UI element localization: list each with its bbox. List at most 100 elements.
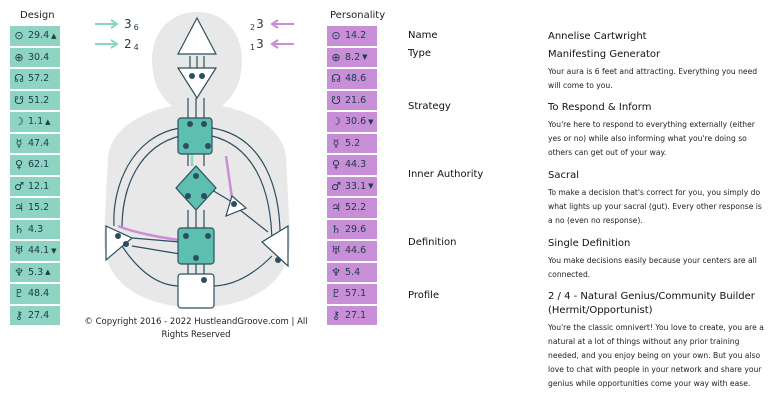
planet-icon: ♅: [331, 244, 341, 258]
planet-row: ⊙14.2: [327, 26, 377, 46]
planet-row: ⚷ 27.1: [327, 305, 377, 325]
planet-value: 4.3: [28, 223, 44, 235]
planet-icon: ⊕: [331, 50, 341, 64]
planet-value: 57.1: [345, 288, 367, 300]
planet-row: ♄ 29.6: [327, 219, 377, 239]
planet-icon: ☋: [331, 93, 341, 107]
info-profile-desc: You're the classic omnivert! You love to…: [548, 323, 764, 388]
planet-row: ⊕ 30.4: [10, 47, 60, 67]
solar-plexus-center: [261, 224, 289, 268]
planet-icon: ☿: [332, 136, 340, 150]
arrow-right-icon: [95, 39, 119, 49]
planet-icon: ♇: [331, 287, 341, 301]
planet-value: 51.2: [28, 94, 50, 106]
design-title: Design: [20, 10, 55, 21]
planet-value: 48.4: [28, 288, 50, 300]
planet-value: 52.2: [345, 202, 367, 214]
planet-row: ☋ 21.6: [327, 90, 377, 110]
design-arrow-bottom: 2 4: [95, 34, 139, 54]
planet-icon: ☊: [331, 72, 341, 86]
planet-value: 5.3: [28, 266, 44, 278]
planet-value: 29.4: [28, 30, 50, 42]
planet-row: ☿47.4: [10, 133, 60, 153]
planet-icon: ☋: [14, 93, 24, 107]
planet-row: ♀62.1: [10, 155, 60, 175]
planet-row: ⊙29.4▲: [10, 26, 60, 46]
planet-value: 21.6: [345, 94, 367, 106]
info-type-value: Manifesting Generator: [548, 49, 661, 60]
planet-value: 44.3: [345, 159, 367, 171]
planet-value: 33.1: [345, 180, 367, 192]
planet-row: ♅ 44.1▼: [10, 241, 60, 261]
design-arrow-top-digit: 3: [124, 17, 132, 31]
planet-mark: ▼: [51, 246, 57, 255]
planet-row: ☿ 5.2: [327, 133, 377, 153]
info-strategy-label: Strategy: [408, 101, 451, 112]
planet-row: ☋ 51.2: [10, 90, 60, 110]
personality-arrow-top: 2 3: [250, 14, 294, 34]
info-strategy-desc: You're here to respond to everything ext…: [548, 120, 755, 157]
personality-arrows: 2 3 1 3: [250, 14, 294, 54]
planet-value: 27.1: [345, 309, 367, 321]
planet-row: ♂12.1: [10, 176, 60, 196]
root-center: [177, 273, 215, 309]
planet-icon: ♆: [331, 265, 341, 279]
head-center: [177, 16, 217, 55]
info-profile-row: Profile 2 / 4 - Natural Genius/Community…: [408, 290, 768, 391]
info-type-label: Type: [408, 48, 431, 59]
planet-value: 48.6: [345, 73, 367, 85]
personality-arrow-top-pre: 2: [250, 22, 256, 32]
planet-icon: ♂: [331, 179, 341, 193]
planet-value: 30.4: [28, 51, 50, 63]
planet-value: 57.2: [28, 73, 50, 85]
personality-planet-column: ⊙14.2⊕8.2▼☊48.6☋21.6☽30.6▼☿5.2♀44.3♂33.1…: [327, 26, 377, 327]
planet-row: ♇ 48.4: [10, 284, 60, 304]
planet-row: ☊ 48.6: [327, 69, 377, 89]
planet-icon: ⚷: [331, 308, 341, 322]
planet-value: 27.4: [28, 309, 50, 321]
planet-icon: ⚷: [14, 308, 24, 322]
planet-value: 44.1: [28, 245, 50, 257]
planet-icon: ♄: [14, 222, 24, 236]
info-name-value: Annelise Cartwright: [548, 31, 647, 42]
planet-mark: ▼: [368, 117, 374, 126]
planet-mark: ▼: [368, 182, 374, 191]
planet-mark: ▲: [51, 31, 57, 40]
planet-icon: ♅: [14, 244, 24, 258]
planet-icon: ♃: [331, 201, 341, 215]
planet-mark: ▲: [45, 268, 51, 277]
info-definition-desc: You make decisions easily because your c…: [548, 256, 757, 279]
planet-icon: ♇: [14, 287, 24, 301]
info-name-label: Name: [408, 30, 438, 41]
planet-row: ⚷ 27.4: [10, 305, 60, 325]
gate-markers: [115, 73, 281, 283]
info-definition-value: Single Definition: [548, 238, 631, 249]
planet-row: ♇ 57.1: [327, 284, 377, 304]
info-name-row: Name Annelise Cartwright: [408, 30, 768, 44]
design-arrow-top: 3 6: [95, 14, 139, 34]
planet-icon: ♀: [14, 158, 24, 172]
design-arrows: 3 6 2 4: [95, 14, 139, 54]
personality-arrow-bottom-pre: 1: [250, 42, 256, 52]
planet-row: ☊ 57.2: [10, 69, 60, 89]
info-definition-row: Definition Single Definition You make de…: [408, 237, 768, 282]
planet-icon: ☊: [14, 72, 24, 86]
planet-row: ♄ 4.3: [10, 219, 60, 239]
design-arrow-bottom-sub: 4: [133, 42, 139, 52]
planet-mark: ▼: [362, 53, 368, 62]
design-arrow-bottom-digit: 2: [124, 37, 132, 51]
planet-value: 5.2: [345, 137, 361, 149]
info-authority-value: Sacral: [548, 170, 579, 181]
personality-channels: [117, 155, 234, 242]
planet-row: ♆5.3▲: [10, 262, 60, 282]
planet-icon: ⊕: [14, 50, 24, 64]
planet-icon: ♄: [331, 222, 341, 236]
planet-value: 1.1: [28, 116, 44, 128]
spleen-center: [105, 225, 134, 262]
planet-value: 12.1: [28, 180, 50, 192]
personality-arrow-top-digit: 3: [256, 17, 264, 31]
planet-row: ♅44.6: [327, 241, 377, 261]
planet-value: 29.6: [345, 223, 367, 235]
g-center: [175, 165, 217, 211]
planet-icon: ☿: [15, 136, 23, 150]
